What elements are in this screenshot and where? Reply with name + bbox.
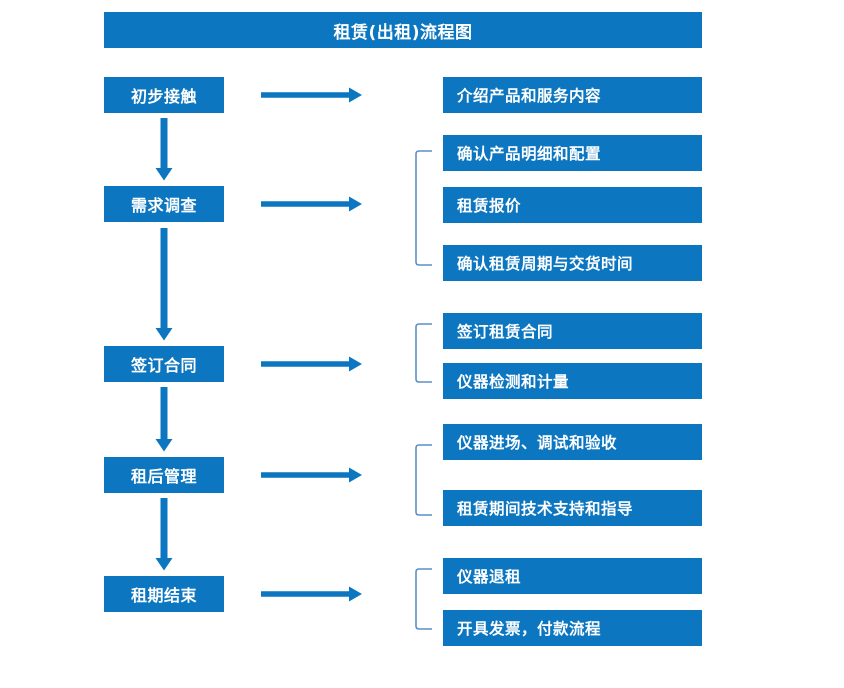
arrow-down-icon-3 — [155, 387, 173, 452]
stage-box-5[interactable]: 租期结束 — [104, 576, 224, 612]
detail-box-2[interactable]: 确认产品明细和配置 — [443, 135, 702, 171]
group-bracket-icon-3 — [415, 444, 433, 516]
group-bracket-icon-1 — [415, 150, 433, 266]
detail-box-1[interactable]: 介绍产品和服务内容 — [443, 77, 702, 113]
group-bracket-icon-2 — [415, 323, 433, 383]
detail-box-10[interactable]: 开具发票，付款流程 — [443, 610, 702, 646]
arrow-down-icon-4 — [155, 498, 173, 571]
stage-box-3[interactable]: 签订合同 — [104, 346, 224, 382]
group-bracket-icon-4 — [415, 568, 433, 630]
arrow-right-icon-4 — [261, 467, 362, 483]
detail-box-8[interactable]: 租赁期间技术支持和指导 — [443, 490, 702, 526]
arrow-down-icon-2 — [155, 228, 173, 341]
detail-box-4[interactable]: 确认租赁周期与交货时间 — [443, 245, 702, 281]
page-title: 租赁(出租)流程图 — [104, 12, 702, 48]
arrow-right-icon-2 — [261, 196, 362, 212]
arrow-right-icon-1 — [261, 87, 362, 103]
detail-box-3[interactable]: 租赁报价 — [443, 187, 702, 223]
detail-box-5[interactable]: 签订租赁合同 — [443, 313, 702, 349]
detail-box-7[interactable]: 仪器进场、调试和验收 — [443, 424, 702, 460]
detail-box-6[interactable]: 仪器检测和计量 — [443, 363, 702, 399]
stage-box-4[interactable]: 租后管理 — [104, 457, 224, 493]
arrow-right-icon-3 — [261, 356, 362, 372]
stage-box-2[interactable]: 需求调查 — [104, 186, 224, 222]
stage-box-1[interactable]: 初步接触 — [104, 77, 224, 113]
detail-box-9[interactable]: 仪器退租 — [443, 558, 702, 594]
arrow-right-icon-5 — [261, 586, 362, 602]
arrow-down-icon-1 — [155, 118, 173, 181]
